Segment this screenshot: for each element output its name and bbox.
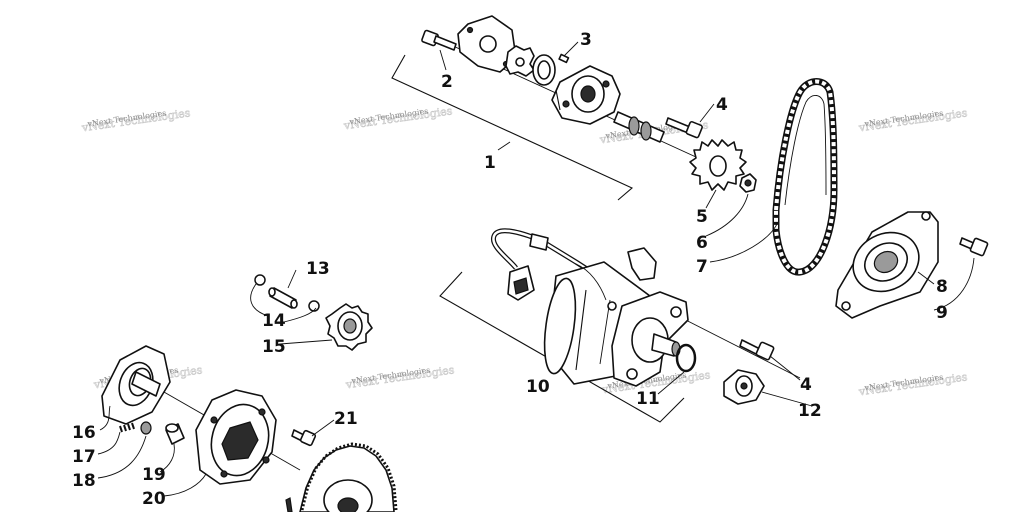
bolt-2 bbox=[421, 29, 457, 51]
o-ring-11 bbox=[675, 343, 697, 373]
clutch-plate-16 bbox=[101, 345, 171, 425]
callout-label: 19 bbox=[142, 465, 166, 485]
pin-3 bbox=[558, 53, 570, 64]
callout-label: 10 bbox=[526, 377, 550, 397]
spring-17 bbox=[119, 422, 135, 433]
plunger-18 bbox=[140, 421, 152, 435]
drive-chain bbox=[772, 78, 838, 276]
callout-label: 14 bbox=[262, 311, 286, 331]
nut-6 bbox=[739, 173, 757, 193]
callout-label: 2 bbox=[441, 72, 453, 92]
leader-lines bbox=[97, 41, 975, 497]
end-cap-12 bbox=[723, 369, 765, 405]
callout-label: 15 bbox=[262, 337, 286, 357]
chain-cover bbox=[835, 211, 939, 319]
callout-label: 16 bbox=[72, 423, 96, 443]
bolt-9 bbox=[959, 237, 989, 257]
terminal-boot bbox=[627, 247, 657, 281]
callout-label: 8 bbox=[936, 277, 948, 297]
callout-label: 4 bbox=[716, 95, 728, 115]
callout-label: 18 bbox=[72, 471, 96, 491]
callout-label: 17 bbox=[72, 447, 96, 467]
pin-13 bbox=[268, 287, 298, 309]
callout-label: 21 bbox=[334, 409, 358, 429]
callout-label: 5 bbox=[696, 207, 708, 227]
inner-rotor bbox=[505, 45, 535, 77]
callout-label: 3 bbox=[580, 30, 592, 50]
callout-label: 20 bbox=[142, 489, 166, 509]
idler-gear-assembly bbox=[254, 274, 373, 351]
bolt-4-lower bbox=[739, 339, 775, 361]
callout-label: 12 bbox=[798, 401, 822, 421]
pump-cover-plate bbox=[457, 15, 517, 73]
motor-flange bbox=[611, 291, 689, 387]
bolt-4-top bbox=[665, 117, 703, 139]
callout-label: 4 bbox=[800, 375, 812, 395]
sprocket-5 bbox=[689, 139, 747, 191]
pump-body bbox=[551, 65, 621, 125]
starter-motor-assembly bbox=[439, 228, 801, 423]
starter-clutch-assembly bbox=[101, 345, 398, 512]
callout-label: 11 bbox=[636, 389, 660, 409]
callout-label: 13 bbox=[306, 259, 330, 279]
roller-19 bbox=[165, 423, 185, 445]
bolt-21 bbox=[291, 429, 317, 447]
callout-label: 9 bbox=[936, 303, 948, 323]
bracket-line bbox=[391, 54, 634, 201]
callout-label: 7 bbox=[696, 257, 708, 277]
wire-connector bbox=[507, 265, 535, 301]
oil-pump-assembly bbox=[391, 15, 757, 201]
callout-labels: 2 3 1 4 5 6 7 8 9 10 11 4 12 13 14 15 16… bbox=[72, 30, 948, 509]
gear-15 bbox=[325, 303, 373, 351]
pump-shaft bbox=[613, 111, 665, 143]
callout-label: 1 bbox=[484, 153, 496, 173]
starter-driven-gear bbox=[299, 442, 398, 512]
callout-label: 6 bbox=[696, 233, 708, 253]
clutch-housing-20 bbox=[195, 389, 277, 485]
outer-rotor bbox=[532, 54, 556, 86]
